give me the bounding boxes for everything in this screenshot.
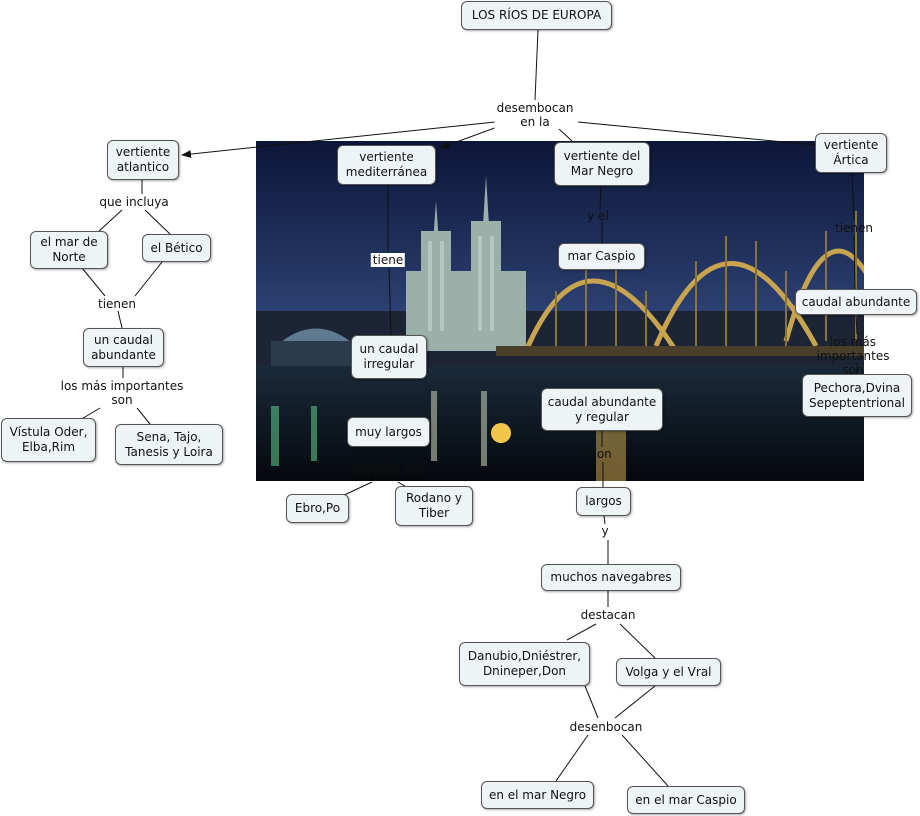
link-label-y: y	[599, 524, 611, 538]
node-mar-de-norte[interactable]: el mar de Norte	[30, 231, 108, 269]
link-label-desenbocan: desenbocan	[567, 720, 645, 734]
title-node[interactable]: LOS RÍOS DE EUROPA	[461, 1, 612, 30]
link-label-tienen-artica: tienen	[834, 221, 874, 235]
node-sena-tajo-tanesis-loira[interactable]: Sena, Tajo, Tanesis y Loira	[115, 424, 223, 465]
node-en-el-mar-negro[interactable]: en el mar Negro	[481, 781, 594, 809]
link-label-los-mas-importantes: los más importantes son	[58, 379, 186, 407]
node-caudal-abundante-artica[interactable]: caudal abundante	[795, 289, 917, 315]
background-photo	[256, 141, 864, 481]
node-en-el-mar-caspio[interactable]: en el mar Caspio	[627, 786, 745, 814]
node-el-betico[interactable]: el Bético	[142, 234, 211, 262]
node-vistula-oder-elba-rim[interactable]: Vístula Oder, Elba,Rim	[1, 418, 96, 462]
link-label-algunos-son: algunos son	[352, 463, 426, 477]
node-caudal-abundante-regular[interactable]: caudal abundante y regular	[541, 388, 663, 431]
link-label-tiene: tiene	[370, 253, 406, 267]
link-label-desembocan: desembocan en la	[494, 101, 576, 129]
node-vertiente-artica[interactable]: vertiente Ártica	[815, 133, 887, 173]
link-label-destacan: destacan	[578, 608, 638, 622]
node-vertiente-mar-negro[interactable]: vertiente del Mar Negro	[554, 142, 650, 186]
link-label-tienen: tienen	[95, 297, 139, 311]
node-caudal-abundante-atlantico[interactable]: un caudal abundante	[83, 328, 164, 367]
link-label-que-incluya: que incluya	[97, 195, 171, 209]
node-danubio-dniestrer[interactable]: Danubio,Dniéstrer, Dnineper,Don	[459, 642, 590, 686]
node-rodano-tiber[interactable]: Rodano y Tiber	[395, 486, 473, 526]
node-largos[interactable]: largos	[576, 487, 631, 516]
node-caudal-irregular[interactable]: un caudal irregular	[351, 335, 427, 379]
node-vertiente-atlantico[interactable]: vertiente atlantico	[107, 140, 179, 180]
node-ebro-po[interactable]: Ebro,Po	[286, 494, 349, 523]
link-label-con: con	[590, 447, 612, 461]
node-pechora-dvina[interactable]: Pechora,Dvina Sepeptentrional	[802, 374, 912, 417]
node-vertiente-mediterranea[interactable]: vertiente mediterránea	[337, 145, 436, 185]
node-mar-caspio[interactable]: mar Caspio	[558, 243, 645, 270]
link-label-y-el: y el	[587, 209, 609, 223]
node-volga-vral[interactable]: Volga y el Vral	[616, 658, 721, 686]
node-muchos-navegables[interactable]: muchos navegabres	[541, 564, 681, 591]
node-muy-largos[interactable]: muy largos	[347, 417, 430, 447]
link-label-importantes-artica: los más importantes son	[816, 335, 890, 377]
